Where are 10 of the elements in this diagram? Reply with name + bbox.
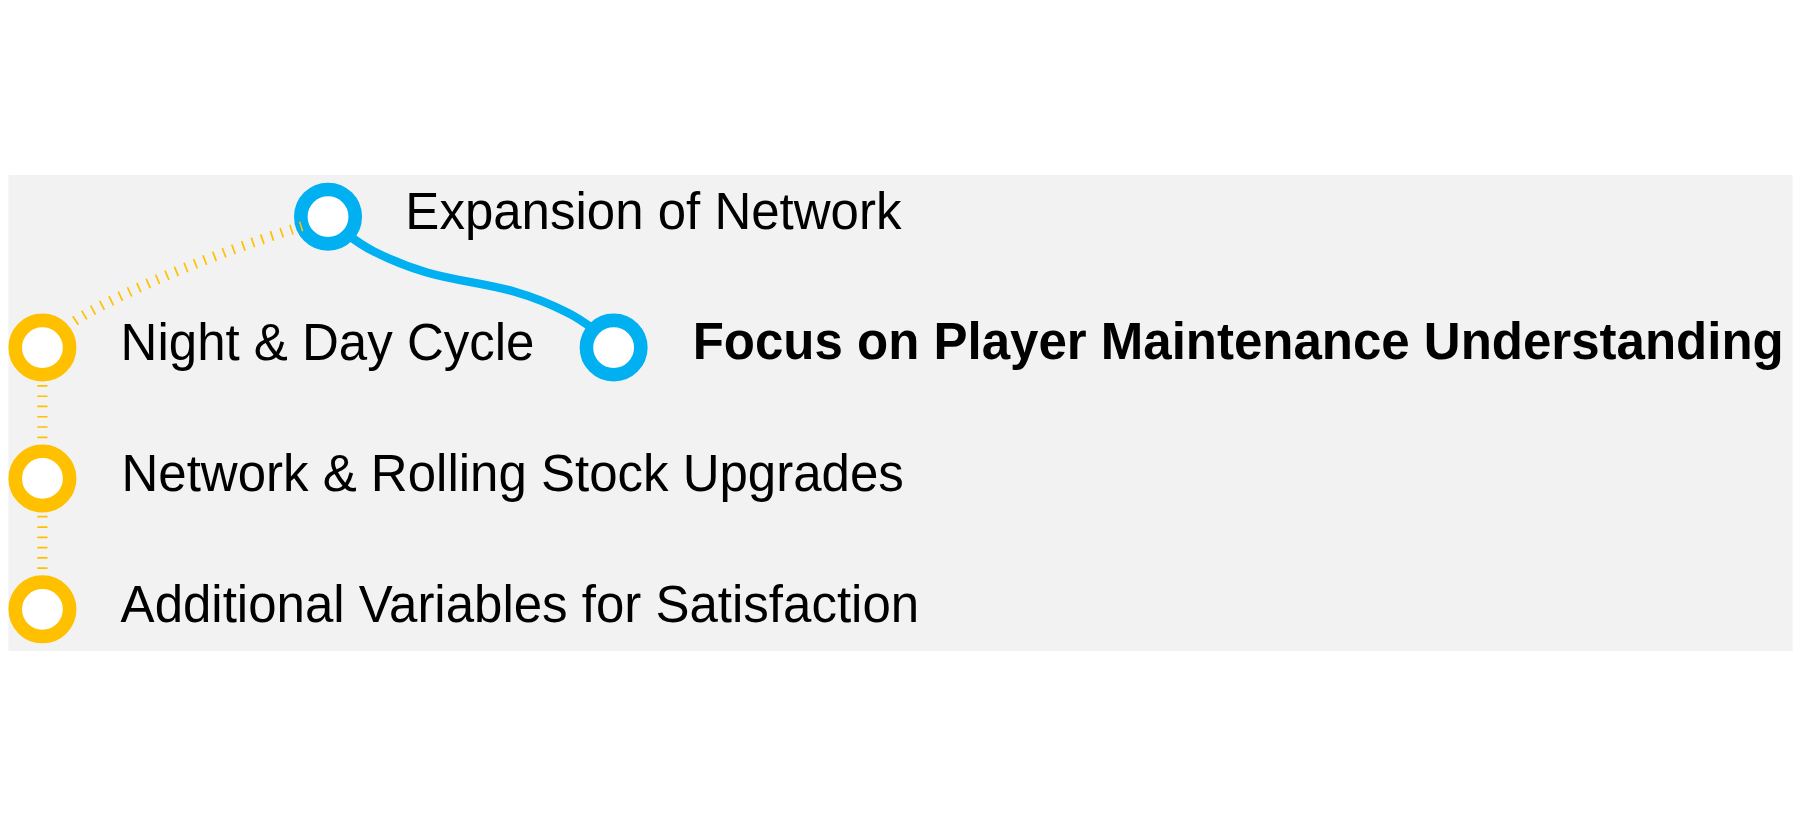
node-circle — [579, 313, 648, 382]
node-circle — [294, 182, 363, 251]
node-label: Network & Rolling Stock Upgrades — [121, 444, 904, 502]
node-label: Expansion of Network — [405, 182, 902, 240]
node-label: Focus on Player Maintenance Understanding — [692, 312, 1784, 370]
node-label: Additional Variables for Satisfaction — [120, 575, 920, 633]
node-label: Night & Day Cycle — [120, 313, 535, 371]
node-circle — [8, 313, 77, 382]
node-circle — [8, 443, 77, 512]
node-circle — [8, 574, 77, 643]
